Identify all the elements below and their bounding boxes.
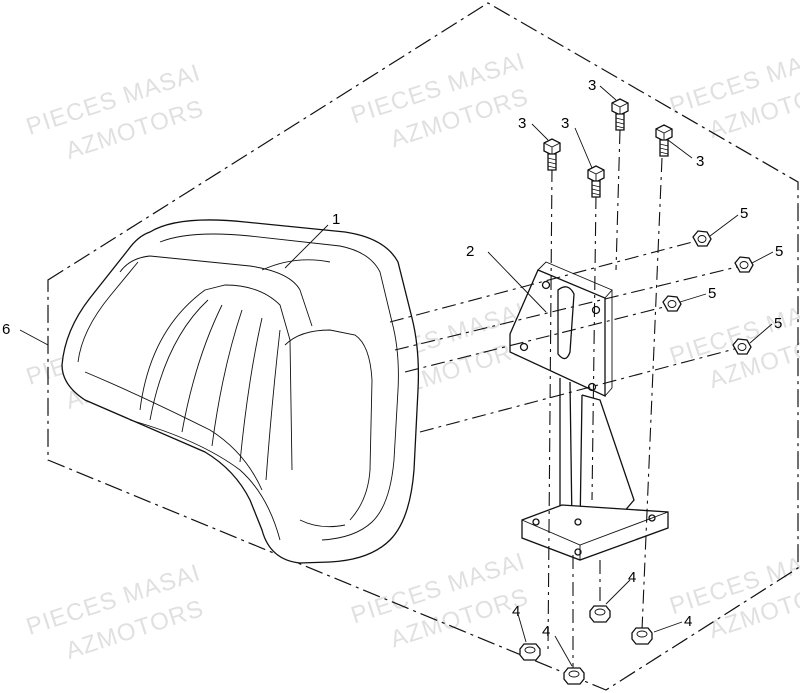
leader-lines — [19, 85, 774, 667]
callout-3: 3 — [561, 115, 569, 132]
assembly-frame — [47, 2, 799, 691]
callout-4: 4 — [684, 613, 692, 630]
callout-labels: 1 2 3 3 3 3 5 5 5 5 6 4 4 4 4 — [2, 77, 783, 640]
callout-4: 4 — [512, 603, 520, 620]
side-nut — [732, 338, 752, 355]
bottom-nut — [631, 627, 653, 645]
callout-4: 4 — [542, 623, 550, 640]
side-nut — [662, 295, 682, 312]
callout-5: 5 — [740, 205, 748, 222]
side-nut-group — [662, 230, 754, 355]
backrest-bracket — [509, 261, 669, 561]
callout-2: 2 — [466, 243, 474, 260]
bolt — [655, 124, 673, 157]
side-nut — [692, 230, 712, 247]
bolt — [543, 138, 561, 171]
bottom-nut — [519, 643, 541, 661]
callout-1: 1 — [332, 211, 340, 228]
callout-3: 3 — [696, 153, 704, 170]
bottom-nut — [563, 667, 585, 685]
bolt — [611, 98, 629, 131]
callout-6: 6 — [2, 321, 10, 338]
callout-3: 3 — [588, 77, 596, 94]
callout-3: 3 — [518, 115, 526, 132]
callout-5: 5 — [774, 315, 782, 332]
callout-5: 5 — [775, 243, 783, 260]
backrest-cushion — [61, 219, 420, 564]
bolt-group — [543, 98, 673, 198]
bottom-nut-group — [519, 605, 653, 685]
assembly-lines — [389, 129, 746, 670]
side-nut — [734, 256, 754, 273]
callout-4: 4 — [628, 569, 636, 586]
bottom-nut — [589, 605, 611, 623]
bolt — [587, 165, 605, 198]
callout-5: 5 — [708, 285, 716, 302]
